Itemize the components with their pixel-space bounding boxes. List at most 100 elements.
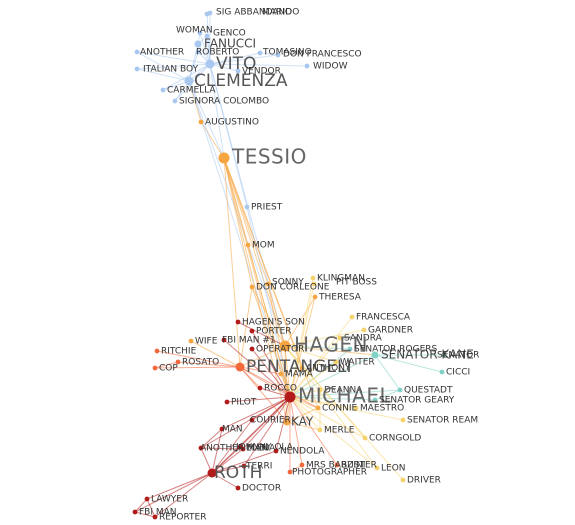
edge-don-corleone-pentangeli	[239, 286, 253, 368]
node-roth[interactable]	[207, 468, 217, 478]
node-label-senator-ream: SENATOR REAM	[407, 416, 478, 426]
node-label-photographer: PHOTOGRAPHER	[292, 468, 367, 478]
node-ritchie[interactable]	[154, 348, 160, 354]
node-another-man[interactable]	[198, 445, 204, 451]
node-label-pit-boss: PIT BOSS	[336, 278, 377, 288]
node-maestro[interactable]	[353, 405, 359, 411]
node-label-senator-geary: SENATOR GEARY	[379, 396, 455, 406]
node-pilot[interactable]	[224, 399, 230, 405]
node-cop[interactable]	[152, 365, 158, 371]
node-francesca[interactable]	[349, 314, 355, 320]
node-italian-boy[interactable]	[134, 66, 140, 72]
node-senator-rogers[interactable]	[347, 346, 353, 352]
node-label-rocco: ROCCO	[264, 384, 297, 394]
node-theresa[interactable]	[312, 294, 318, 300]
node-deanna[interactable]	[317, 387, 323, 393]
node-senator-kane[interactable]	[371, 351, 379, 359]
edge-hagen-pentangeli	[239, 345, 286, 368]
node-senator-geary[interactable]	[372, 397, 378, 403]
node-buster[interactable]	[334, 462, 340, 468]
node-sandra[interactable]	[337, 335, 343, 341]
node-sonny[interactable]	[265, 281, 271, 287]
node-merle[interactable]	[317, 427, 323, 433]
node-corngold[interactable]	[362, 435, 368, 441]
node-lawyer[interactable]	[144, 496, 150, 502]
node-label-augustino: AUGUSTINO	[205, 118, 259, 128]
node-reporter[interactable]	[152, 514, 158, 520]
node-genco[interactable]	[204, 33, 210, 39]
node-senator[interactable]	[441, 352, 447, 358]
node-kay[interactable]	[283, 418, 291, 426]
node-label-terri: TERRI	[245, 462, 272, 472]
node-clemenza[interactable]	[184, 76, 194, 86]
node-connie[interactable]	[315, 405, 321, 411]
node-cicci[interactable]	[439, 369, 445, 375]
node-signora-colombo[interactable]	[172, 98, 178, 104]
node-wife[interactable]	[188, 338, 194, 344]
node-terri[interactable]	[241, 463, 247, 469]
node-carmella[interactable]	[160, 87, 166, 93]
node-gardner[interactable]	[361, 327, 367, 333]
edge-tessio-anthony	[223, 157, 303, 369]
node-leon[interactable]	[374, 465, 380, 471]
node-fbi-man[interactable]	[132, 509, 138, 515]
node-operator[interactable]	[249, 346, 255, 352]
node-driver[interactable]	[400, 477, 406, 483]
node-woman[interactable]	[197, 30, 203, 36]
node-hagen[interactable]	[279, 340, 291, 352]
node-mama[interactable]	[278, 371, 284, 377]
edge-another-man-michael	[200, 396, 291, 449]
edge-hagen-michael	[284, 345, 291, 398]
edge-lawyer-fbi-man	[134, 498, 148, 513]
edge-senator-kane-michael	[289, 354, 376, 398]
node-courier[interactable]	[249, 417, 255, 423]
node-mom[interactable]	[245, 242, 251, 248]
node-michael[interactable]	[284, 391, 296, 403]
node-label-mama: MAMA	[285, 370, 314, 380]
node-doctor[interactable]	[235, 485, 241, 491]
node-augustino[interactable]	[198, 119, 204, 125]
node-hagen-s-son[interactable]	[235, 319, 241, 325]
node-roberto[interactable]	[195, 49, 201, 55]
node-widow[interactable]	[304, 63, 310, 69]
node-tessio[interactable]	[218, 152, 230, 164]
node-don-corleone[interactable]	[249, 284, 255, 290]
edge-italian-boy-vito	[136, 63, 211, 70]
node-fbi-man-1[interactable]	[221, 337, 227, 343]
node-pentangeli[interactable]	[235, 362, 245, 372]
node-questadt[interactable]	[397, 387, 403, 393]
edge-roth-another-man	[200, 447, 213, 474]
node-vendor[interactable]	[235, 68, 241, 74]
node-vito[interactable]	[205, 59, 215, 69]
node-priest[interactable]	[244, 204, 250, 210]
node-senator-ream[interactable]	[400, 417, 406, 423]
node-label-man: MAN	[222, 425, 243, 435]
node-rocco[interactable]	[257, 385, 263, 391]
edge-hagen-s-son-hagen	[237, 321, 286, 347]
node-anthony[interactable]	[299, 365, 305, 371]
node-label-anthony: ANTHONY	[306, 364, 351, 374]
edge-man-another-man	[200, 428, 223, 449]
node-another[interactable]	[134, 49, 140, 55]
node-man[interactable]	[219, 426, 225, 432]
edge-genco-vito	[206, 35, 211, 65]
node-rosato[interactable]	[175, 359, 181, 365]
node-porter[interactable]	[249, 328, 255, 334]
node-tomasino[interactable]	[257, 50, 263, 56]
node-waiter[interactable]	[333, 359, 339, 365]
edge-roberto-clemenza	[188, 51, 199, 82]
node-pit-boss[interactable]	[311, 281, 317, 287]
edge-cop-pentangeli	[154, 366, 241, 369]
node-mrs-barzini[interactable]	[299, 462, 305, 468]
node-label-gardner: GARDNER	[368, 326, 413, 336]
edge-wife-pentangeli	[190, 340, 241, 368]
node-fanucci[interactable]	[194, 40, 202, 48]
node-label-questadt: QUESTADT	[404, 386, 453, 396]
node-klingman[interactable]	[310, 275, 316, 281]
node-elena[interactable]	[240, 446, 246, 452]
node-photographer[interactable]	[287, 469, 293, 475]
node-nendola[interactable]	[273, 448, 279, 454]
node-don-francesco[interactable]	[275, 52, 281, 58]
edge-tomasino-vito	[209, 52, 261, 65]
node-mario[interactable]	[207, 10, 213, 16]
